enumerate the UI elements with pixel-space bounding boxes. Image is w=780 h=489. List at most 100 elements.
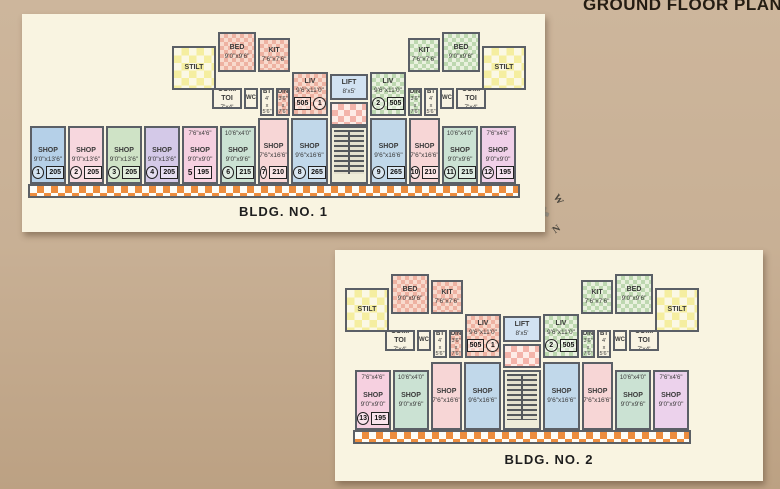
bldg1-shop-3-label: SHOP	[114, 146, 134, 154]
bldg2-stair-treads-left	[507, 374, 521, 420]
bldg1-shop-7-dims: 7'6"x16'6"	[259, 151, 288, 159]
bldg1-lift-dims: 8'x5'	[342, 87, 356, 95]
bldg1-shop-8-badge-area: 265	[308, 166, 326, 179]
bldg1-liv-left-label: LIV	[304, 78, 316, 86]
bldg1-bt-left-dims: 4' x 5'6"	[262, 96, 272, 115]
bldg2-shop-green-left-label: SHOP	[401, 391, 421, 399]
bldg2-bed-right-dims: 9'0"x9'6"	[621, 294, 647, 302]
bldg2-stilt-left-label: STILT	[357, 305, 377, 313]
bldg1-com-toi-right-dims: 7'x4'	[464, 103, 478, 109]
bldg1-shop-11-label: SHOP	[450, 146, 470, 154]
bldg1-shop-7-badge-area: 210	[269, 166, 287, 179]
bldg2-shop-purple-right-dims: 9'0"x9'0"	[658, 400, 684, 408]
bldg2-com-toi-left-label: COM. TOI	[390, 330, 410, 344]
bldg1-shop-2-label: SHOP	[76, 146, 96, 154]
bldg2-shop-blue-right-label: SHOP	[551, 387, 572, 395]
bldg1-kit-left-dims: 7'6"x7'6"	[261, 55, 287, 63]
bldg2-din-right-dims: 3'6" x 7'6"	[583, 338, 593, 357]
bldg1-shop-3-badge-number: 3	[108, 166, 121, 179]
bldg2-wc-left-label: WC	[419, 336, 429, 343]
bldg1-com-toi-right-label: COM. TOI	[461, 88, 481, 102]
bldg1-shop-3-badge-area: 205	[122, 166, 140, 179]
bldg1-shop-2-badge-number: 2	[70, 166, 83, 179]
bldg1-shop-3-dims: 9'0"x13'6"	[109, 155, 139, 163]
bldg2-stilt-left: STILT	[345, 288, 389, 332]
bldg1-lift-label: LIFT	[341, 78, 357, 86]
compass-letter-n: N	[550, 222, 563, 237]
bldg2-shop-blue-left-label: SHOP	[472, 387, 493, 395]
bldg2-plinth-strip	[353, 430, 691, 444]
bldg2-kit-right-label: KIT	[591, 288, 603, 296]
bldg1-din-right-dims: 3'6" x 7'6"	[410, 96, 420, 115]
bldg2-kit-right-dims: 7'6"x7'6"	[584, 297, 610, 305]
bldg1-shop-1-dims: 9'0"x13'6"	[33, 155, 63, 163]
bldg2-liv-left-label: LIV	[477, 320, 489, 328]
bldg1-shop-1-label: SHOP	[38, 146, 58, 154]
bldg2-bed-left-dims: 9'0"x9'6"	[397, 294, 423, 302]
bldg1-bed-right-label: BED	[453, 43, 469, 51]
bldg1-shop-5-badge-area: 195	[194, 166, 213, 179]
bldg1-kit-left-label: KIT	[268, 46, 280, 54]
bldg1-kit-right-dims: 7'6"x7'6"	[411, 55, 437, 63]
bldg1-wc-right: WC	[440, 88, 454, 109]
bldg2-shop-pink-left-dims: 7'6"x16'6"	[432, 396, 461, 404]
bldg2-bed-left-label: BED	[402, 285, 418, 293]
bldg1-shop-9-badge-number: 9	[372, 166, 386, 179]
bldg2-com-toi-left-dims: 7'x4'	[393, 345, 407, 351]
bldg2-bed-right-label: BED	[626, 285, 642, 293]
bldg1-plinth-strip	[28, 184, 520, 198]
bldg2-shop-blue-right-dims: 9'6"x16'6"	[547, 396, 576, 404]
bldg1-stair-treads-left	[334, 130, 348, 174]
bldg1-shop-4-badge-area: 205	[160, 166, 178, 179]
bldg1-shop-5-annotation: 7'6"x4'6"	[188, 131, 212, 137]
bldg2-stair-divider	[521, 374, 523, 420]
bldg1-shop-5-dims: 9'0"x9'0"	[187, 155, 213, 163]
bldg1-shop-1-badge-number: 1	[32, 166, 45, 179]
bldg1-liv-right-dims: 9'6"x11'0"	[374, 87, 402, 95]
bldg2-name-label: BLDG. NO. 2	[504, 452, 594, 467]
bldg2-shop-13-label: SHOP	[363, 391, 383, 399]
bldg1-name-label: BLDG. NO. 1	[238, 204, 328, 219]
bldg1-kit-right-label: KIT	[418, 46, 430, 54]
bldg2-liv-left-dims: 9'6"x11'0"	[469, 329, 497, 337]
bldg2-stilt-right-label: STILT	[667, 305, 687, 313]
bldg2-shop-green-right-annotation: 10'6"x4'0"	[619, 375, 647, 381]
bldg1-bed-right-dims: 9'0"x9'6"	[448, 52, 474, 60]
bldg2-com-toi-right-label: COM. TOI	[634, 330, 654, 344]
bldg1-stilt-left-label: STILT	[184, 63, 204, 71]
bldg1-shop-11-dims: 9'0"x9'6"	[447, 155, 473, 163]
bldg1-shop-10-label: SHOP	[414, 142, 435, 150]
bldg2-liv-left-badge-area: 505	[467, 338, 485, 352]
bldg2-stair-treads-right	[523, 374, 537, 420]
bldg2-shop-purple-right-annotation: 7'6"x4'6"	[659, 375, 683, 381]
bldg2-kit-left-label: KIT	[441, 288, 453, 296]
